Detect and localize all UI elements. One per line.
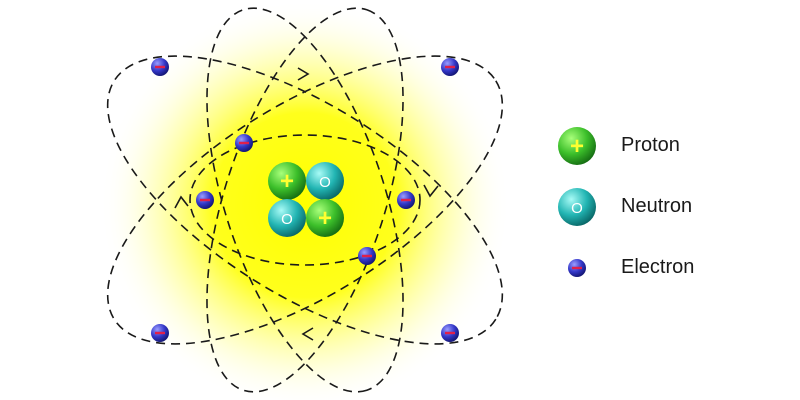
- orbit-path: [206, 7, 404, 393]
- legend-item-proton: + Proton: [555, 124, 785, 185]
- orbit-arrows: [174, 67, 439, 341]
- orbit-arrow: [297, 67, 310, 81]
- electron: [151, 58, 169, 76]
- orbit-arrow: [174, 195, 189, 209]
- orbit-path: [206, 7, 404, 393]
- proton-symbol: +: [280, 168, 294, 195]
- electron: [196, 191, 214, 209]
- electrons: [151, 58, 459, 342]
- legend-item-neutron: O Neutron: [555, 185, 785, 246]
- legend-label-electron: Electron: [621, 256, 695, 278]
- nucleus: + O O +: [268, 162, 344, 237]
- legend-label-proton: Proton: [621, 134, 680, 156]
- electron: [151, 324, 169, 342]
- electron: [235, 134, 253, 152]
- orbit-path: [106, 55, 504, 345]
- neutron-icon: O: [558, 188, 596, 226]
- legend-item-electron: Electron: [555, 246, 785, 307]
- electron: [441, 58, 459, 76]
- neutron-symbol: O: [281, 211, 293, 228]
- proton-symbol: +: [318, 205, 332, 232]
- neutron: O: [268, 199, 306, 237]
- orbit-arrow: [301, 327, 314, 341]
- proton-icon: +: [558, 127, 596, 165]
- neutron-symbol: O: [319, 174, 331, 191]
- orbits: [106, 7, 504, 393]
- electron: [441, 324, 459, 342]
- proton-symbol: +: [570, 133, 584, 160]
- proton: +: [268, 162, 306, 200]
- orbit-arrow: [423, 184, 439, 198]
- energy-glow: [100, 0, 510, 400]
- legend: + Proton O Neutron Electron: [555, 124, 785, 307]
- neutron-symbol: O: [571, 200, 583, 217]
- legend-label-neutron: Neutron: [621, 195, 693, 217]
- orbit-path: [106, 55, 504, 345]
- proton: +: [306, 199, 344, 237]
- neutron: O: [306, 162, 344, 200]
- electron: [358, 247, 376, 265]
- electron: [397, 191, 415, 209]
- electron-icon: [568, 259, 586, 277]
- orbit-path: [189, 134, 421, 266]
